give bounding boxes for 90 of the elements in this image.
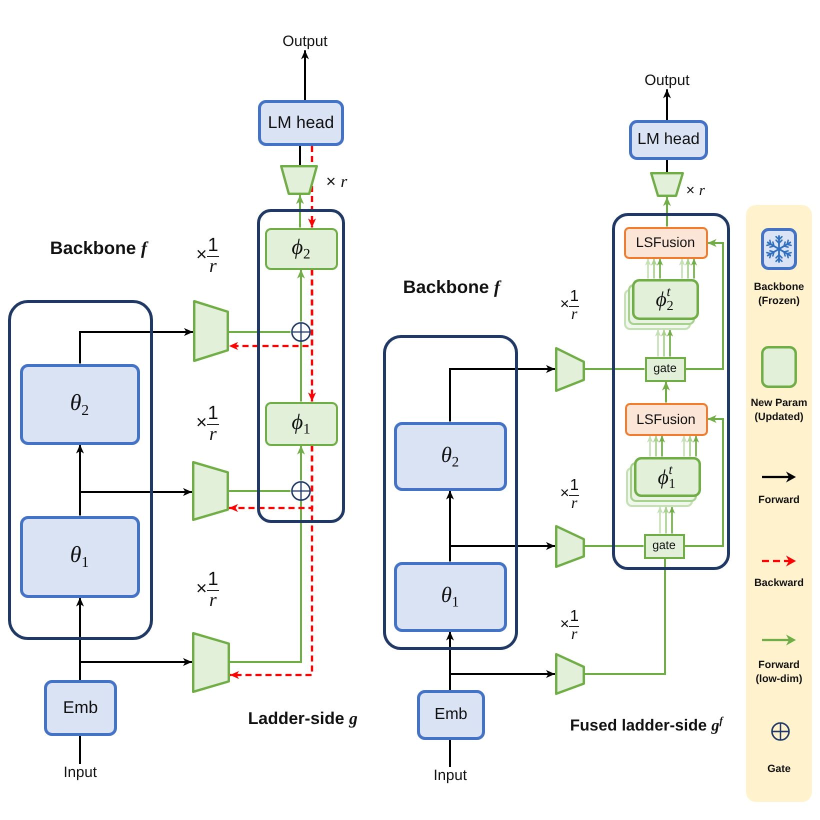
arrow: [656, 258, 664, 278]
connector-line: [229, 490, 290, 492]
downsample-trapezoid: [555, 653, 585, 695]
arrow: [654, 330, 662, 356]
downsample-trapezoid: [555, 525, 585, 568]
upsample-trapezoid: [280, 165, 318, 195]
dashed-arrow: [230, 446, 314, 679]
connector-line: [229, 331, 290, 333]
arrow: [663, 197, 671, 226]
arrow: [449, 542, 555, 562]
arrow: [301, 50, 309, 100]
arrow: [666, 330, 674, 356]
arrow: [658, 436, 666, 456]
flow-label: Output: [282, 33, 328, 50]
arrow: [684, 258, 692, 278]
arrow: [686, 239, 724, 370]
fused-ladder-container: [612, 213, 730, 570]
gate-circle: [290, 322, 310, 342]
legend-label: Backbone (Frozen): [752, 281, 806, 308]
ladder-layer-block: ϕ$_{1}$: [264, 402, 338, 446]
head-block: LM head: [258, 100, 344, 146]
section-title: Backbone f: [50, 238, 148, 260]
connector-line: [585, 545, 644, 547]
ladder-layer-block: ϕ$_{2}$: [264, 228, 338, 270]
arrow: [646, 436, 654, 456]
connector-line: [585, 558, 666, 675]
arrow: [662, 506, 670, 534]
downsample-trapezoid: [193, 300, 229, 362]
arrow: [644, 258, 652, 278]
legend-label: Forward (low-dim): [754, 659, 804, 686]
arrow: [690, 258, 698, 278]
connector-line: [666, 160, 668, 172]
dashed-arrow: [308, 270, 316, 402]
connector-line: [299, 146, 301, 165]
connector-line: [449, 740, 451, 767]
upsample-trapezoid: [650, 172, 684, 197]
section-title: Fused ladder-side g$^{f}$: [570, 716, 723, 736]
arrow: [297, 446, 305, 480]
arrow: [660, 330, 668, 356]
embedding-block: Emb: [417, 690, 485, 740]
head-block: LM head: [629, 120, 708, 160]
connector-line: [230, 500, 302, 663]
backbone-layer-block: θ$_{1}$: [394, 562, 506, 632]
downsample-trapezoid: [555, 347, 585, 392]
legend-label: Forward: [757, 494, 801, 508]
arrow: [449, 670, 555, 690]
arrow: [678, 258, 686, 278]
backbone-layer-block: θ$_{1}$: [20, 516, 140, 598]
backbone-layer-block: θ$_{2}$: [394, 422, 506, 490]
arrow: [662, 382, 670, 402]
connector-line: [585, 368, 644, 370]
embedding-block: Emb: [44, 680, 117, 736]
arrow: [656, 506, 664, 534]
backbone-layer-block: θ$_{2}$: [20, 364, 140, 444]
arrow: [680, 436, 688, 456]
legend-label: New Param (Updated): [750, 397, 808, 424]
arrow: [684, 415, 724, 547]
arrow: [79, 658, 192, 680]
arrow: [79, 488, 192, 516]
scale-label: × r: [326, 172, 348, 192]
backbone-container: [8, 300, 153, 640]
gate-block: gate: [644, 534, 684, 558]
downsample-trapezoid: [192, 632, 230, 693]
arrow: [449, 365, 555, 422]
flow-label: Input: [64, 764, 97, 782]
ladder-container: [257, 209, 345, 523]
arrow: [650, 258, 658, 278]
fusion-block: LSFusion: [624, 402, 708, 436]
arrow: [297, 270, 305, 322]
scale-label: × r: [686, 182, 705, 200]
arrow: [79, 328, 193, 364]
connector-line: [300, 342, 302, 402]
gate-circle: [290, 480, 310, 500]
arrow: [686, 436, 694, 456]
section-title: Backbone f: [403, 277, 500, 299]
backbone-container: [383, 335, 518, 650]
flow-label: Output: [644, 72, 690, 90]
fusion-block: LSFusion: [624, 226, 708, 258]
section-title: Ladder-side g: [248, 709, 358, 730]
legend-label: Gate: [766, 763, 792, 777]
gate-block: gate: [644, 356, 686, 382]
arrow: [652, 436, 660, 456]
connector-line: [79, 736, 81, 764]
legend-label: Backward: [753, 577, 805, 591]
arrow: [668, 506, 676, 534]
arrow: [692, 436, 700, 456]
arrow: [296, 195, 304, 228]
flow-label: Input: [434, 767, 467, 784]
arrow: [663, 89, 671, 120]
downsample-trapezoid: [192, 461, 229, 521]
